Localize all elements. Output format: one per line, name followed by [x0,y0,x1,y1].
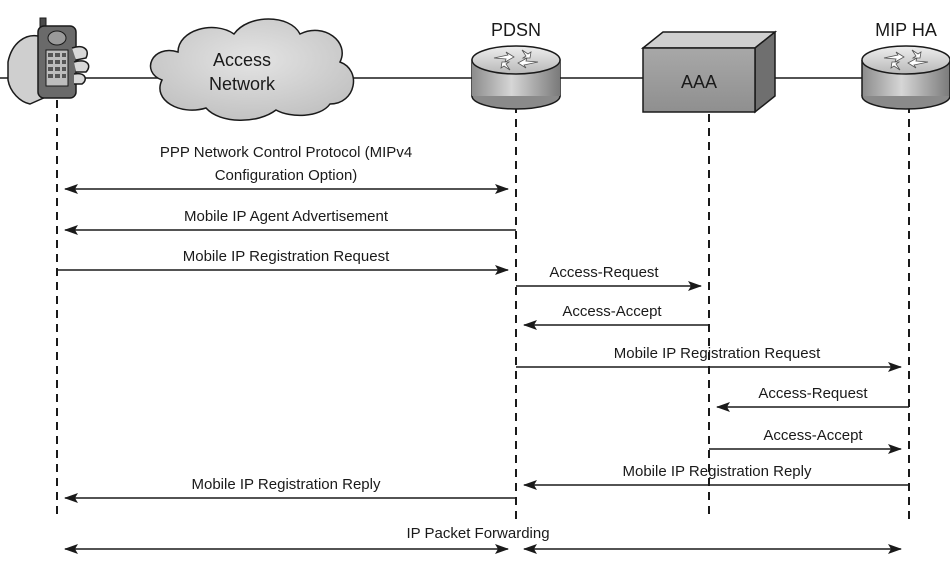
mip-ha-router-icon [861,45,950,110]
msg-registration-reply-2-label: Mobile IP Registration Reply [192,476,381,493]
access-network-label-line2: Network [209,74,276,94]
access-network-label-line1: Access [213,50,271,70]
pdsn-router-icon [471,45,561,110]
mip-ha-label: MIP HA [875,20,937,40]
msg-registration-request-2-label: Mobile IP Registration Request [614,345,821,362]
mobile-phone-icon [7,17,90,105]
aaa-server-icon: AAA [640,30,778,114]
aaa-label: AAA [681,72,717,92]
msg-ip-packet-forwarding-label: IP Packet Forwarding [406,525,549,542]
access-network-cloud: Access Network [149,18,355,121]
msg-access-request-2-label: Access-Request [758,385,868,402]
msg-registration-reply-1-label: Mobile IP Registration Reply [623,463,812,480]
msg-ppp-ncp-label-line1: PPP Network Control Protocol (MIPv4 [160,144,412,161]
msg-access-accept-1-label: Access-Accept [562,303,662,320]
msg-access-request-1-label: Access-Request [549,264,659,281]
pdsn-label: PDSN [491,20,541,40]
msg-ppp-ncp-label-line2: Configuration Option) [215,167,358,184]
msg-registration-request-1-label: Mobile IP Registration Request [183,248,390,265]
msg-access-accept-2-label: Access-Accept [763,427,863,444]
msg-agent-advertisement-label: Mobile IP Agent Advertisement [184,208,389,225]
